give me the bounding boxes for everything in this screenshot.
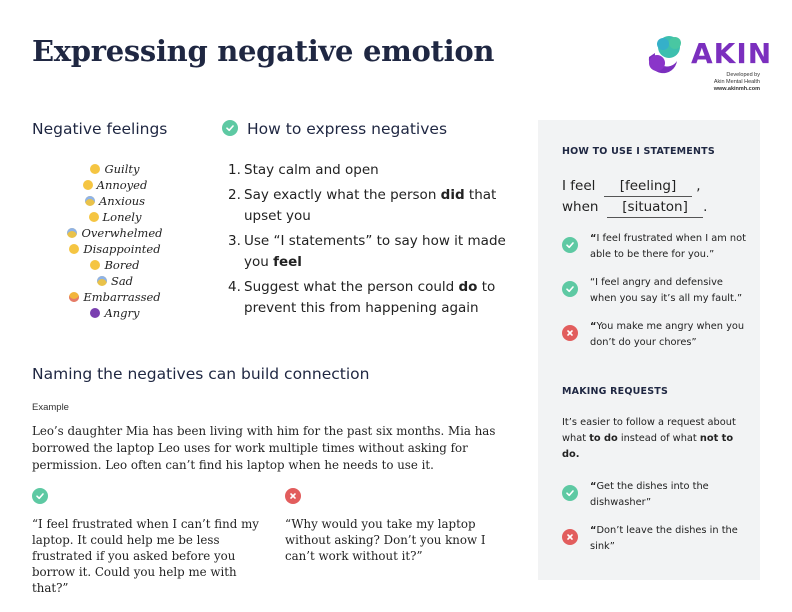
feeling-item: Lonely [40, 209, 190, 225]
check-icon [562, 281, 578, 297]
feeling-item: Anxious [40, 193, 190, 209]
cross-icon [562, 325, 578, 341]
pensive-emoji-icon [88, 212, 99, 222]
i-statement-example: “You make me angry when you don’t do you… [562, 319, 752, 351]
step-item: 3.Use “I statements” to say how it made … [228, 233, 506, 270]
naming-heading: Naming the negatives can build connectio… [32, 365, 370, 383]
check-icon [32, 488, 48, 504]
check-icon [222, 120, 238, 136]
requests-heading: MAKING REQUESTS [562, 386, 669, 397]
grimace-emoji-icon [90, 164, 101, 174]
page-title: Expressing negative emotion [32, 34, 495, 68]
crying-emoji-icon [96, 276, 107, 286]
screaming-emoji-icon [67, 228, 78, 238]
org-url: www.akinmh.com [713, 86, 760, 92]
developed-by-text: Developed by [726, 72, 760, 78]
unamused-emoji-icon [82, 180, 93, 190]
feeling-item: Guilty [40, 161, 190, 177]
step-item: 1.Stay calm and open [228, 162, 379, 178]
bad-example-quote: “Why would you take my laptop without as… [285, 517, 486, 563]
feeling-item: Annoyed [40, 177, 190, 193]
cross-icon [562, 529, 578, 545]
i-statements-heading: HOW TO USE I STATEMENTS [562, 146, 715, 157]
request-example: “Don’t leave the dishes in the sink” [562, 523, 752, 555]
i-statement-example: “I feel frustrated when I am not able to… [562, 231, 752, 263]
feeling-blank: [feeling] [603, 176, 692, 197]
i-statement-template: I feel [feeling] , when [situaton]. [562, 176, 707, 218]
situation-blank: [situaton] [607, 197, 704, 218]
step-item: 2.Say exactly what the person did that u… [228, 187, 497, 224]
requests-intro: It’s easier to follow a request about wh… [562, 417, 736, 460]
good-example-quote: “I feel frustrated when I can’t find my … [32, 517, 259, 595]
feelings-list: Guilty Annoyed Anxious Lonely Overwhelme… [40, 161, 190, 321]
express-heading: How to express negatives [247, 120, 448, 138]
org-name: Akin Mental Health [713, 79, 760, 85]
example-text: Leo’s daughter Mia has been living with … [32, 424, 496, 472]
check-icon [562, 485, 578, 501]
request-example: “Get the dishes into the dishwasher” [562, 479, 752, 511]
feeling-item: Bored [40, 257, 190, 273]
flushed-emoji-icon [69, 292, 80, 302]
feelings-heading: Negative feelings [32, 120, 168, 138]
check-icon [562, 237, 578, 253]
i-statement-example: “I feel angry and defensive when you say… [562, 275, 752, 307]
feeling-item: Disappointed [40, 241, 190, 257]
logo-credit: Developed by Akin Mental Health www.akin… [650, 72, 760, 93]
logo-wordmark: AKIN [691, 37, 773, 70]
express-steps-list: 1.Stay calm and open 2.Say exactly what … [228, 160, 518, 323]
cross-icon [285, 488, 301, 504]
feeling-item: Embarrassed [40, 289, 190, 305]
feeling-item: Overwhelmed [40, 225, 190, 241]
akin-logo-icon [648, 36, 681, 74]
feeling-item: Angry [40, 305, 190, 321]
devil-emoji-icon [90, 308, 101, 318]
feeling-item: Sad [40, 273, 190, 289]
example-label: Example [32, 402, 69, 413]
yawning-emoji-icon [90, 260, 101, 270]
disappointed-emoji-icon [69, 244, 80, 254]
step-item: 4.Suggest what the person could do to pr… [228, 279, 496, 316]
anxious-emoji-icon [84, 196, 95, 206]
